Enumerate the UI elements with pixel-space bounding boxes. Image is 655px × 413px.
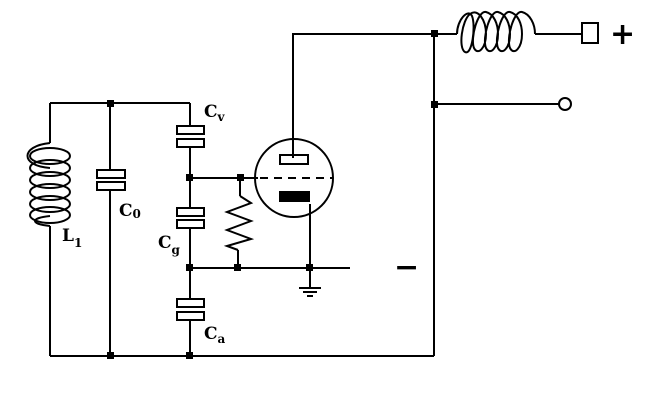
ground-icon: [299, 287, 321, 297]
label-l1: L1: [62, 226, 82, 250]
terminal-output-node: [558, 97, 572, 111]
wire-plate: [292, 33, 434, 158]
capacitor-ca-plate-top: [176, 298, 205, 308]
capacitor-ca-plate-bottom: [176, 311, 205, 321]
capacitor-cv-plate-top: [176, 125, 205, 135]
label-ca: Ca: [204, 324, 226, 346]
capacitor-cg-plate-bottom: [176, 219, 205, 229]
terminal-positive-sign: +: [610, 17, 635, 52]
label-c0: C0: [119, 201, 141, 221]
inductor-supply-choke: [456, 11, 536, 54]
capacitor-cv-plate-bottom: [176, 138, 205, 148]
capacitor-c0-plate-top: [96, 169, 126, 179]
vacuum-tube: [254, 138, 334, 218]
label-cg: Cg: [158, 233, 181, 257]
label-cv: Cv: [204, 102, 226, 124]
junction-dots: [107, 30, 438, 359]
capacitor-cg-plate-top: [176, 207, 205, 217]
tube-plate: [279, 154, 309, 165]
terminal-negative-sign: −: [394, 250, 419, 285]
resistor-grid-leak: [223, 195, 255, 251]
capacitor-c0-plate-bottom: [96, 181, 126, 191]
tube-cathode: [279, 191, 310, 202]
wire-grid-resistor: [237, 178, 241, 268]
terminal-positive-box: [581, 22, 599, 44]
inductor-l1: [26, 142, 71, 227]
